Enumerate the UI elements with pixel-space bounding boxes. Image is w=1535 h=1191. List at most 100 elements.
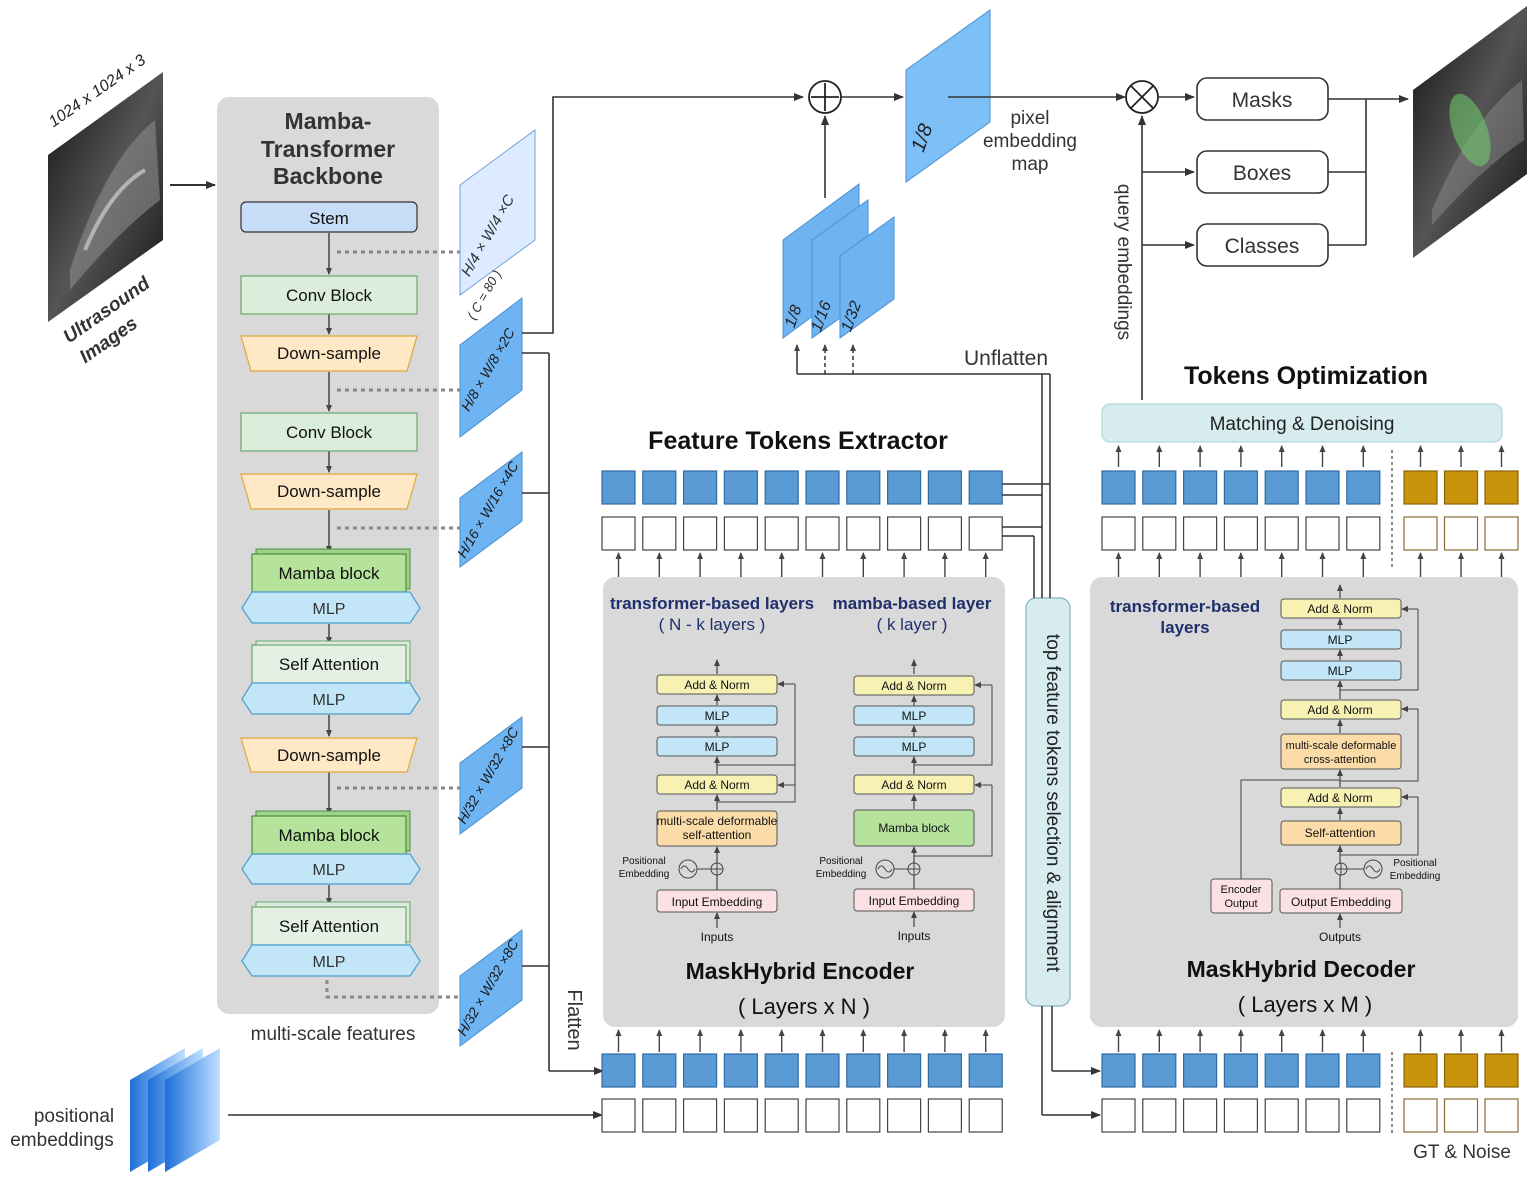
- conv-block-2: [240, 412, 418, 452]
- decoder-input-white-token: [1142, 1098, 1177, 1133]
- extractor-blue-token: [805, 470, 840, 505]
- extractor-white-token: [805, 516, 840, 551]
- dec-pos-1: Positional: [1393, 858, 1436, 869]
- decoder-input-blue-token: [1346, 1053, 1381, 1088]
- encoder-input-blue-token: [601, 1053, 636, 1088]
- decoder-input-white-token: [1264, 1098, 1299, 1133]
- enc-t-input-embedding: Input Embedding: [672, 895, 763, 909]
- decoder-gold-token: [1443, 470, 1479, 505]
- decoder-white-token: [1403, 516, 1438, 551]
- encoder-input-white-token: [682, 1098, 718, 1133]
- extractor-white-token: [601, 516, 636, 551]
- masks-label: Masks: [1232, 89, 1293, 112]
- extractor-white-token: [886, 516, 922, 551]
- extractor-blue-token: [642, 470, 677, 505]
- mamba-block-1: [251, 553, 407, 593]
- decoder-blue-token: [1142, 470, 1177, 505]
- decoder-input-blue-token: [1142, 1053, 1177, 1088]
- enc-t-addnorm-top: Add & Norm: [684, 678, 749, 692]
- classes-label: Classes: [1225, 235, 1300, 258]
- backbone-to-sum-line: [522, 93, 804, 334]
- encoder-t-head-2: ( N - k layers ): [659, 615, 766, 634]
- feature-map-8: [459, 296, 523, 439]
- input-ultrasound-image: [48, 72, 163, 322]
- decoder-input-white-token: [1182, 1098, 1218, 1133]
- decoder-white-token: [1182, 516, 1218, 551]
- scale-plane-1-32: [839, 216, 895, 339]
- down-sample-3: [240, 737, 418, 773]
- decoder-input-blue-token: [1264, 1053, 1299, 1088]
- decoder-input-white-token: [1443, 1098, 1479, 1133]
- encoder-subtitle: ( Layers x N ): [738, 994, 870, 1019]
- decoder-blue-token: [1223, 470, 1259, 505]
- encoder-input-blue-token: [682, 1053, 718, 1088]
- down-sample-1-label: Down-sample: [277, 344, 381, 363]
- extractor-blue-token: [764, 470, 799, 505]
- decoder-blue-token: [1346, 470, 1381, 505]
- mul-x-2: [1130, 85, 1154, 109]
- extractor-blue-token: [927, 470, 963, 505]
- unflatten-arrows: [794, 344, 1050, 375]
- dec-encoder-output-1: Encoder: [1221, 884, 1262, 896]
- enc-t-inputs: Inputs: [701, 930, 734, 944]
- backbone-title-3: Backbone: [273, 163, 383, 189]
- extractor-blue-token: [886, 470, 922, 505]
- down-sample-2-label: Down-sample: [277, 482, 381, 501]
- extractor-white-token: [927, 516, 963, 551]
- decoder-input-gold-token: [1484, 1053, 1519, 1088]
- encoder-title: MaskHybrid Encoder: [686, 958, 915, 984]
- outputs-merge-lines: [1328, 99, 1367, 246]
- decoder-white-token: [1305, 516, 1340, 551]
- backbone-title-1: Mamba-: [285, 108, 372, 134]
- decoder-gold-token: [1403, 470, 1438, 505]
- matching-denoising-label: Matching & Denoising: [1210, 414, 1395, 435]
- boxes-label: Boxes: [1233, 162, 1291, 185]
- mlp-block-3: [241, 853, 421, 885]
- mamba-block-2: [251, 815, 407, 855]
- mamba-block-2-label: Mamba block: [278, 826, 380, 845]
- encoder-input-blue-token: [642, 1053, 677, 1088]
- flatten-label: Flatten: [563, 989, 585, 1050]
- decoder-input-white-token: [1484, 1098, 1519, 1133]
- decoder-input-blue-token: [1223, 1053, 1259, 1088]
- decoder-input-white-token: [1101, 1098, 1136, 1133]
- enc-m-pos-1: Positional: [819, 856, 862, 867]
- enc-m-addnorm-top: Add & Norm: [881, 679, 946, 693]
- extractor-white-token: [764, 516, 799, 551]
- enc-t-pos-2: Embedding: [619, 869, 670, 880]
- decoder-blue-token: [1264, 470, 1299, 505]
- mlp-block-3-label: MLP: [313, 862, 346, 879]
- scale-label-1-8: 1/8: [782, 303, 806, 330]
- down-sample-1: [240, 335, 418, 372]
- encoder-t-head-1: transformer-based layers: [610, 594, 814, 613]
- dec-mlp-2: MLP: [1328, 664, 1353, 678]
- feature-map-4: [459, 129, 536, 296]
- enc-t-mlp-1: MLP: [705, 709, 730, 723]
- mlp-block-2: [241, 682, 421, 715]
- pixel-label-1: pixel: [1010, 108, 1049, 129]
- decoder-white-token: [1443, 516, 1479, 551]
- encoder-input-token-rows: [601, 1029, 1003, 1133]
- dec-output-embedding: Output Embedding: [1291, 895, 1391, 909]
- matching-denoising-bar: [1101, 403, 1503, 443]
- dec-addnorm-3: Add & Norm: [1307, 791, 1372, 805]
- encoder-input-blue-token: [764, 1053, 799, 1088]
- self-attention-block-1: [251, 644, 407, 684]
- decoder-white-token: [1264, 516, 1299, 551]
- dec-pos-2: Embedding: [1390, 871, 1441, 882]
- decoder-input-white-token: [1223, 1098, 1259, 1133]
- decoder-input-blue-token: [1182, 1053, 1218, 1088]
- decoder-input-blue-token: [1305, 1053, 1340, 1088]
- dec-cross-1: multi-scale deformable: [1286, 740, 1397, 752]
- decoder-input-gold-token: [1403, 1053, 1438, 1088]
- enc-t-mlp-2: MLP: [705, 740, 730, 754]
- decoder-input-white-token: [1403, 1098, 1438, 1133]
- result-segmented-image: [1413, 6, 1527, 258]
- multi-scale-features-caption: multi-scale features: [251, 1024, 416, 1045]
- pixel-label-2: embedding: [983, 131, 1077, 152]
- dec-addnorm-1: Add & Norm: [1307, 602, 1372, 616]
- enc-t-addnorm-bottom: Add & Norm: [684, 778, 749, 792]
- enc-t-msda-1: multi-scale deformable: [657, 814, 778, 828]
- encoder-input-white-token: [846, 1098, 881, 1133]
- extractor-white-token: [723, 516, 759, 551]
